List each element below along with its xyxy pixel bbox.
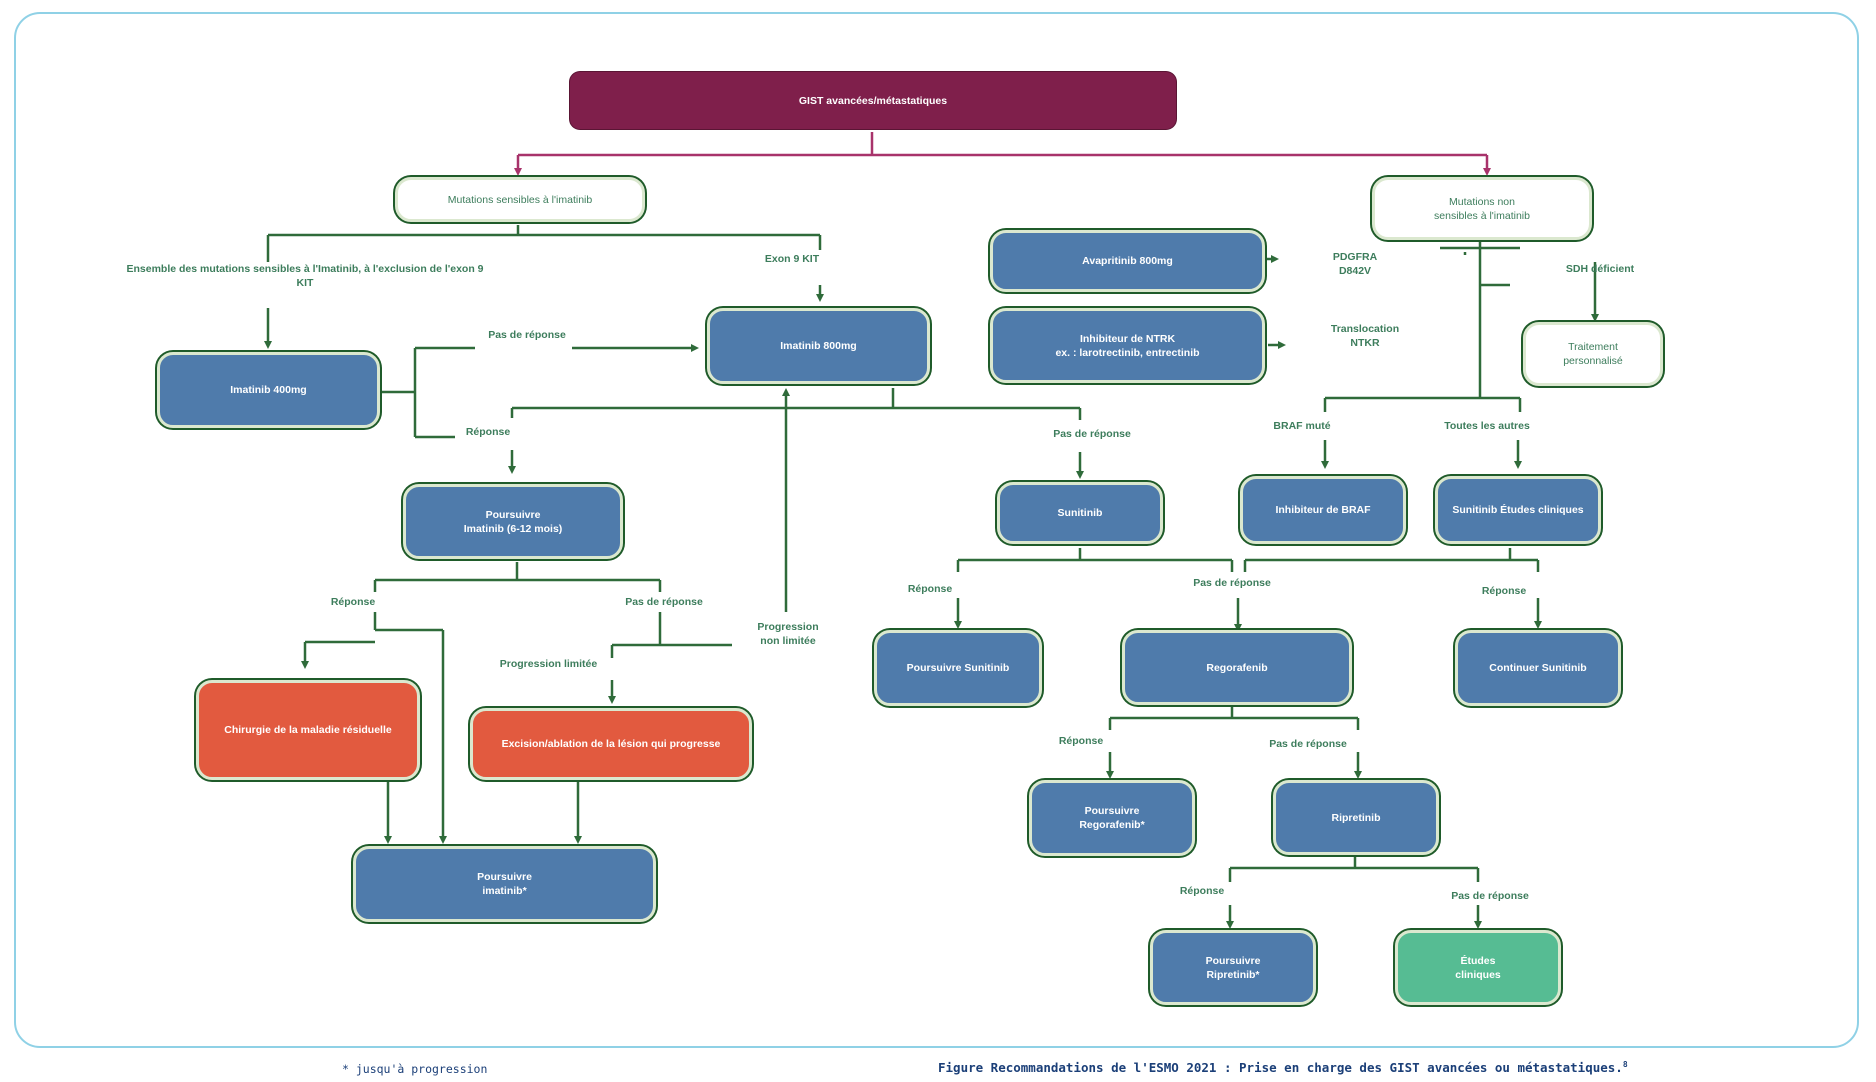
avapritinib-box: Avapritinib 800mg <box>990 230 1265 292</box>
label-translocation: Translocation NTKR <box>1330 323 1400 349</box>
label-progression-limitee: Progression limitée <box>499 658 598 670</box>
root-gist-box: GIST avancées/métastatiques <box>570 72 1176 129</box>
poursuivre-imatinib-box: Poursuivre imatinib* <box>353 846 656 922</box>
ripretinib-box: Ripretinib <box>1273 780 1439 855</box>
label-toutes-autres: Toutes les autres <box>1444 420 1530 432</box>
caption-reference: 8 <box>1622 1060 1628 1069</box>
label-ensemble: Ensemble des mutations sensibles à l'Ima… <box>126 263 484 289</box>
sunitinib-box: Sunitinib <box>997 482 1163 544</box>
regorafenib-box: Regorafenib <box>1122 630 1352 705</box>
label-pdgfra: PDGFRA D842V <box>1332 251 1378 277</box>
figure-caption: Figure Recommandations de l'ESMO 2021 : … <box>938 1060 1628 1075</box>
label-exon9: Exon 9 KIT <box>764 253 820 265</box>
traitement-personnalise-box: Traitement personnalisé <box>1523 322 1663 386</box>
sunitinib-etudes-box: Sunitinib Études cliniques <box>1435 476 1601 544</box>
poursuivre-ripretinib-box: Poursuivre Ripretinib* <box>1150 930 1316 1005</box>
label-reponse-2: Réponse <box>330 596 376 608</box>
nonsensitive-mutations-box: Mutations non sensibles à l'imatinib <box>1372 177 1592 240</box>
label-progression-non-limitee: Progression non limitée <box>757 621 819 647</box>
figure-frame <box>14 12 1859 1048</box>
continuer-sunitinib-box: Continuer Sunitinib <box>1455 630 1621 706</box>
label-pas-reponse-4: Pas de réponse <box>1193 577 1271 589</box>
caption-text: Figure Recommandations de l'ESMO 2021 : … <box>938 1060 1623 1076</box>
poursuivre-sunitinib-box: Poursuivre Sunitinib <box>874 630 1042 706</box>
braf-inhibitor-box: Inhibiteur de BRAF <box>1240 476 1406 544</box>
label-reponse-3: Réponse <box>907 583 953 595</box>
label-reponse-4: Réponse <box>1481 585 1527 597</box>
poursuivre-imatinib-6-12-box: Poursuivre Imatinib (6-12 mois) <box>403 484 623 559</box>
excision-box: Excision/ablation de la lésion qui progr… <box>470 708 752 780</box>
label-pas-reponse-5: Pas de réponse <box>1269 738 1347 750</box>
label-braf-mute: BRAF muté <box>1273 420 1331 432</box>
label-sdh: SDH déficient <box>1565 263 1635 275</box>
etudes-cliniques-box: Études cliniques <box>1395 930 1561 1005</box>
label-pas-reponse-2: Pas de réponse <box>1053 428 1131 440</box>
poursuivre-regorafenib-box: Poursuivre Regorafenib* <box>1029 780 1195 856</box>
ntrk-inhibitor-box: Inhibiteur de NTRK ex. : larotrectinib, … <box>990 308 1265 383</box>
label-reponse-5: Réponse <box>1058 735 1104 747</box>
footnote: * jusqu'à progression <box>342 1062 488 1076</box>
label-pas-reponse-1: Pas de réponse <box>488 329 566 341</box>
imatinib-400-box: Imatinib 400mg <box>157 352 380 428</box>
chirurgie-box: Chirurgie de la maladie résiduelle <box>196 680 420 780</box>
label-reponse-6: Réponse <box>1179 885 1225 897</box>
imatinib-800-box: Imatinib 800mg <box>707 308 930 384</box>
label-pas-reponse-6: Pas de réponse <box>1451 890 1529 902</box>
label-pas-reponse-3: Pas de réponse <box>625 596 703 608</box>
sensitive-mutations-box: Mutations sensibles à l'imatinib <box>395 177 645 222</box>
label-reponse-1: Réponse <box>465 426 511 438</box>
